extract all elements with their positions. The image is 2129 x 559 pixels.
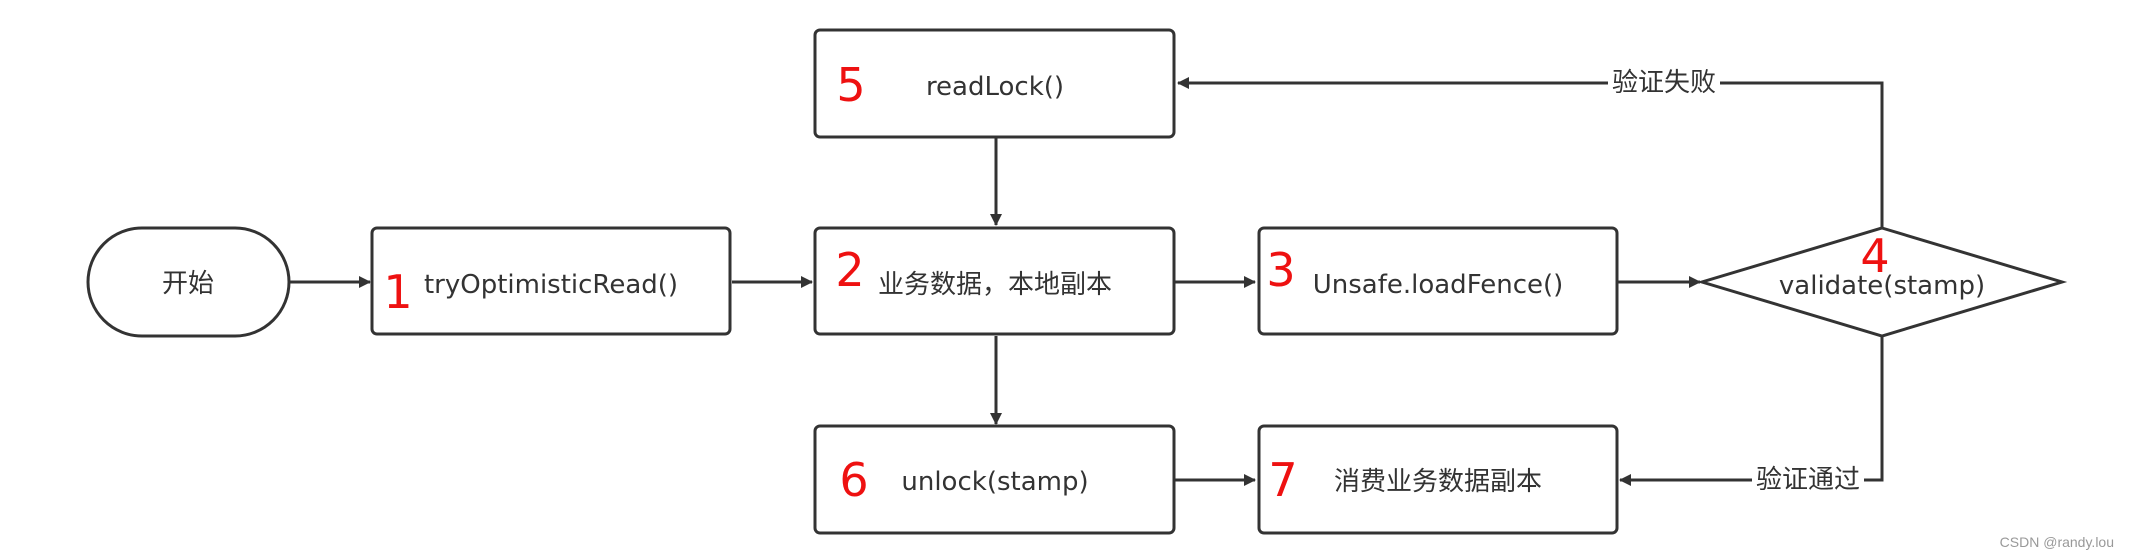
node-try-optimistic-read: 1 tryOptimisticRead() bbox=[370, 226, 732, 336]
node-unlock-label: unlock(stamp) bbox=[901, 467, 1088, 497]
node-local-copy-label: 业务数据，本地副本 bbox=[878, 270, 1112, 300]
node-validate: 4 validate(stamp) bbox=[1696, 226, 2068, 338]
step-number-6: 6 bbox=[839, 453, 868, 507]
step-number-3: 3 bbox=[1266, 243, 1295, 297]
edge-label-validate-pass: 验证通过 bbox=[1752, 463, 1864, 497]
node-load-fence: 3 Unsafe.loadFence() bbox=[1257, 226, 1619, 336]
edge-validate-pass-to-consume bbox=[1619, 336, 1884, 486]
watermark: CSDN @randy.lou bbox=[2000, 534, 2114, 550]
node-read-lock-label: readLock() bbox=[926, 72, 1064, 102]
step-number-2: 2 bbox=[835, 243, 864, 297]
edges bbox=[290, 77, 1884, 486]
edge-label-validate-pass-text: 验证通过 bbox=[1756, 465, 1860, 495]
edge-label-validate-fail: 验证失败 bbox=[1608, 66, 1720, 100]
node-read-lock: 5 readLock() bbox=[813, 28, 1176, 139]
step-number-4: 4 bbox=[1860, 229, 1889, 283]
step-number-7: 7 bbox=[1268, 453, 1297, 507]
node-local-copy: 2 业务数据，本地副本 bbox=[813, 226, 1176, 336]
node-consume-label: 消费业务数据副本 bbox=[1334, 467, 1542, 497]
step-number-1: 1 bbox=[383, 265, 412, 319]
node-try-optimistic-read-label: tryOptimisticRead() bbox=[424, 270, 678, 300]
node-start-label: 开始 bbox=[162, 269, 214, 299]
node-consume: 7 消费业务数据副本 bbox=[1257, 424, 1619, 535]
node-start: 开始 bbox=[86, 226, 291, 338]
node-load-fence-label: Unsafe.loadFence() bbox=[1313, 270, 1564, 300]
step-number-5: 5 bbox=[836, 58, 865, 112]
edge-validate-fail-to-read-lock bbox=[1177, 77, 1884, 228]
node-unlock: 6 unlock(stamp) bbox=[813, 424, 1176, 535]
node-validate-label: validate(stamp) bbox=[1779, 271, 1985, 301]
edge-label-validate-fail-text: 验证失败 bbox=[1612, 68, 1716, 98]
